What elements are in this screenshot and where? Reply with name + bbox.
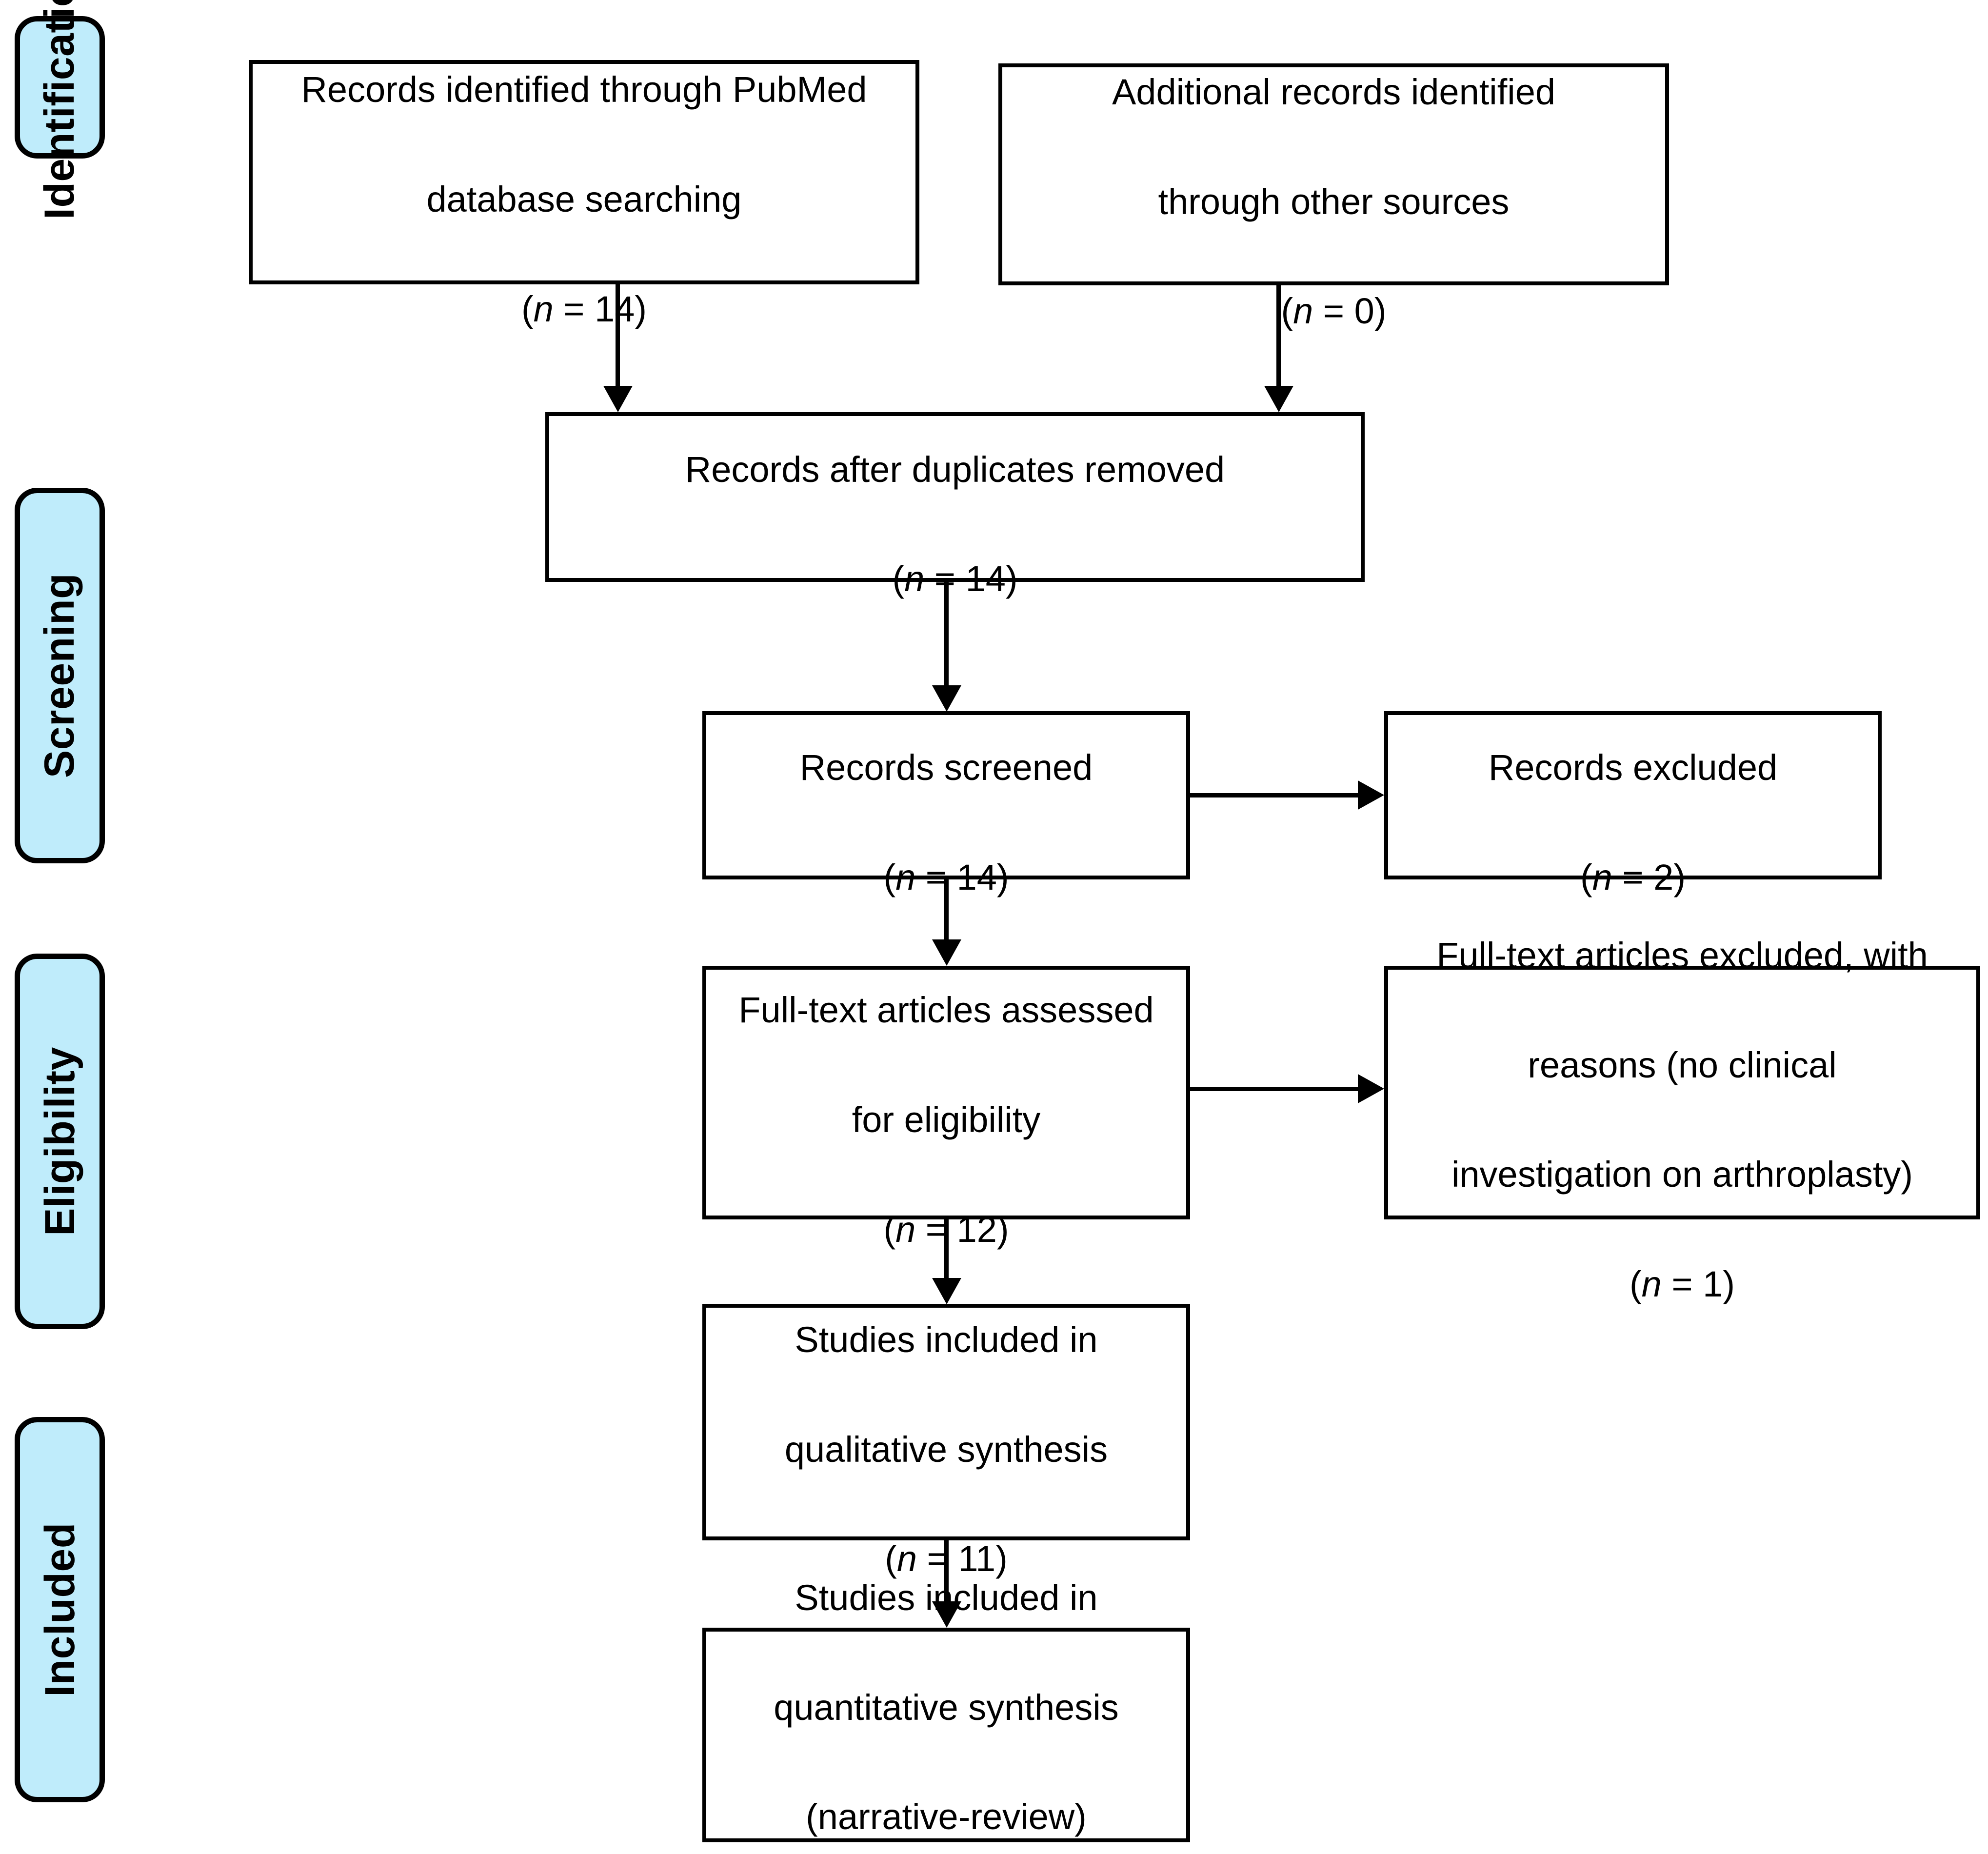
box-pubmed-records-count-rest: = 14) <box>553 288 647 329</box>
box-records-screened-count-n: n <box>895 857 916 897</box>
arrowhead-pubmed-to-duplicates <box>603 386 633 412</box>
box-fulltext-assessed: Full-text articles assessed for eligibil… <box>702 966 1190 1250</box>
box-quantitative-synthesis: Studies included in quantitative synthes… <box>702 1577 1190 1842</box>
box-records-excluded: Records excluded (n = 2) <box>1384 711 1882 897</box>
box-fulltext-assessed-text: Full-text articles assessed for eligibil… <box>738 928 1153 1257</box>
stage-pill-eligibility: Eligibility <box>15 954 105 1329</box>
box-other-records: Additional records identified through ot… <box>998 63 1669 331</box>
arrowhead-fulltext-to-qualitative <box>932 1278 961 1304</box>
box-fulltext-excluded-count-open: ( <box>1630 1264 1642 1305</box>
box-other-records-count-open: ( <box>1281 291 1293 332</box>
stage-label-eligibility: Eligibility <box>36 1047 83 1236</box>
box-other-records-count-n: n <box>1293 291 1313 332</box>
box-qualitative-synthesis-line2: qualitative synthesis <box>784 1429 1108 1470</box>
box-records-screened-text: Records screened (n = 14) <box>800 686 1093 905</box>
box-duplicates-removed-line1: Records after duplicates removed <box>685 449 1225 490</box>
stage-pill-screening: Screening <box>15 488 105 863</box>
box-duplicates-removed-count-rest: = 14) <box>924 558 1018 599</box>
box-quantitative-synthesis-line2: quantitative synthesis <box>774 1687 1119 1728</box>
box-fulltext-excluded-line1: Full-text articles excluded, with <box>1436 935 1928 976</box>
arrowhead-duplicates-to-screened <box>932 685 961 712</box>
arrowhead-qualitative-to-quantitative <box>932 1601 961 1628</box>
connector-screened-to-fulltext <box>944 879 949 939</box>
connector-fulltext-to-qualitative <box>944 1219 949 1278</box>
box-records-screened-count-rest: = 14) <box>915 857 1009 897</box>
box-pubmed-records-count-open: ( <box>521 288 534 329</box>
box-fulltext-assessed-line2: for eligibility <box>852 1099 1041 1140</box>
connector-fulltext-to-excluded <box>1190 1087 1361 1091</box>
box-other-records-line2: through other sources <box>1158 181 1510 222</box>
box-records-excluded-count-open: ( <box>1580 857 1592 897</box>
box-duplicates-removed-count-open: ( <box>892 558 905 599</box>
box-fulltext-assessed-count-n: n <box>895 1209 916 1250</box>
box-records-screened-line1: Records screened <box>799 747 1093 788</box>
box-fulltext-excluded-line3: investigation on arthroplasty) <box>1451 1154 1913 1195</box>
arrowhead-other-to-duplicates <box>1264 386 1293 412</box>
connector-qualitative-to-quantitative <box>944 1540 949 1601</box>
box-qualitative-synthesis-count-open: ( <box>885 1538 897 1579</box>
box-qualitative-synthesis-text: Studies included in qualitative synthesi… <box>785 1257 1108 1587</box>
box-records-excluded-line1: Records excluded <box>1488 747 1778 788</box>
connector-other-to-duplicates <box>1276 285 1281 386</box>
box-quantitative-synthesis-line1: Studies included in <box>795 1577 1098 1618</box>
stage-pill-identification: Identification <box>15 0 105 219</box>
box-duplicates-removed-text: Records after duplicates removed (n = 14… <box>685 387 1225 607</box>
box-records-screened-count-open: ( <box>883 857 896 897</box>
box-pubmed-records-line1: Records identified through PubMed <box>301 69 867 110</box>
box-records-excluded-count-n: n <box>1592 857 1612 897</box>
box-qualitative-synthesis-line1: Studies included in <box>795 1319 1098 1360</box>
box-fulltext-assessed-count-open: ( <box>883 1209 896 1250</box>
box-qualitative-synthesis: Studies included in qualitative synthesi… <box>702 1304 1190 1579</box>
stage-label-identification: Identification <box>36 0 83 220</box>
box-fulltext-excluded-count-rest: = 1) <box>1661 1264 1735 1305</box>
box-other-records-count-rest: = 0) <box>1313 291 1387 332</box>
connector-pubmed-to-duplicates <box>616 284 620 386</box>
box-pubmed-records-text: Records identified through PubMed databa… <box>301 8 867 337</box>
box-fulltext-excluded-line2: reasons (no clinical <box>1528 1044 1837 1085</box>
box-pubmed-records-count-n: n <box>533 288 554 329</box>
box-records-screened: Records screened (n = 14) <box>702 711 1190 897</box>
box-other-records-text: Additional records identified through ot… <box>1112 10 1555 339</box>
box-qualitative-synthesis-count-n: n <box>896 1538 917 1579</box>
box-fulltext-excluded: Full-text articles excluded, with reason… <box>1384 935 1980 1304</box>
box-fulltext-excluded-text: Full-text articles excluded, with reason… <box>1436 873 1928 1312</box>
box-fulltext-excluded-count-n: n <box>1641 1264 1662 1305</box>
arrowhead-screened-to-fulltext <box>932 939 961 966</box>
box-duplicates-removed-count-n: n <box>904 558 925 599</box>
box-pubmed-records-line2: database searching <box>426 179 742 219</box>
arrowhead-screened-to-excluded <box>1358 780 1384 810</box>
box-quantitative-synthesis-text: Studies included in quantitative synthes… <box>774 1515 1119 1854</box>
stage-label-included: Included <box>36 1522 83 1697</box>
box-records-excluded-count-rest: = 2) <box>1612 857 1686 897</box>
connector-duplicates-to-screened <box>944 582 949 685</box>
stage-label-screening: Screening <box>36 573 83 778</box>
box-duplicates-removed: Records after duplicates removed (n = 14… <box>545 412 1365 599</box>
box-other-records-line1: Additional records identified <box>1112 71 1556 112</box>
box-pubmed-records: Records identified through PubMed databa… <box>249 60 919 329</box>
stage-pill-included: Included <box>15 1417 105 1802</box>
connector-screened-to-excluded <box>1190 793 1361 797</box>
box-records-excluded-text: Records excluded (n = 2) <box>1489 686 1777 905</box>
box-fulltext-assessed-line1: Full-text articles assessed <box>738 990 1154 1031</box>
box-fulltext-assessed-count-rest: = 12) <box>915 1209 1009 1250</box>
box-quantitative-synthesis-line3: (narrative-review) <box>806 1796 1087 1837</box>
arrowhead-fulltext-to-excluded <box>1358 1074 1384 1103</box>
